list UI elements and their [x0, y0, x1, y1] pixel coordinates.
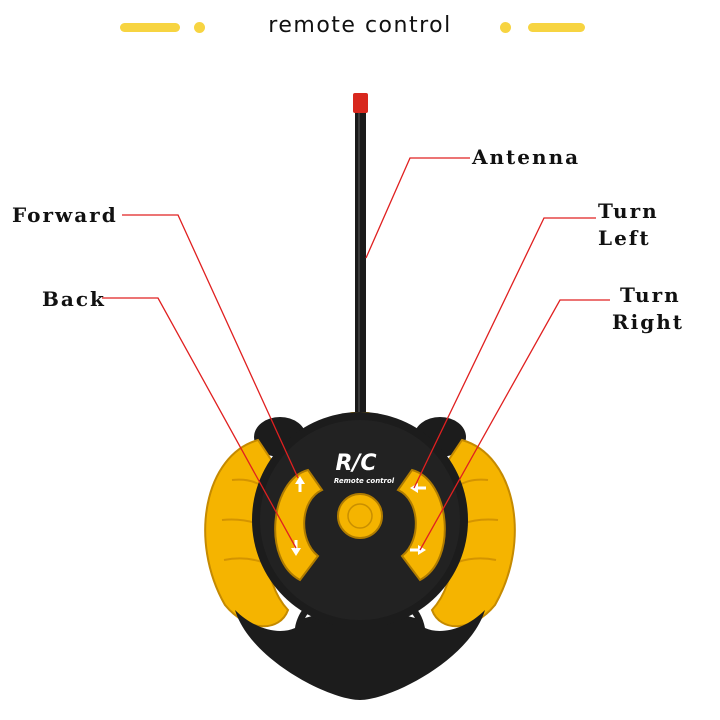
antenna — [347, 93, 373, 432]
turn-left-label-line2: Left — [598, 226, 651, 250]
turn-right-callout-line — [419, 299, 610, 551]
antenna-rod — [355, 112, 366, 420]
antenna-callout-line — [365, 157, 470, 259]
antenna-label: Antenna — [472, 145, 581, 169]
back-label: Back — [42, 287, 106, 311]
page-title: remote control — [268, 13, 452, 38]
rc-logo-subtitle: Remote control — [334, 477, 395, 485]
turn-right-label-line1: Turn — [620, 283, 681, 307]
callout-lines — [102, 157, 610, 551]
left-arc-pad — [274, 468, 324, 582]
turn-right-arrow-icon[interactable] — [410, 545, 426, 555]
rc-logo: R/C — [335, 451, 376, 476]
turn-left-callout-line — [413, 217, 596, 489]
back-arrow-icon[interactable] — [291, 540, 301, 556]
turn-left-label-line1: Turn — [598, 199, 659, 223]
right-arc-pad — [396, 468, 446, 582]
decor-dot-right — [500, 22, 511, 33]
turn-right-label-line2: Right — [612, 310, 684, 334]
bottom-handle — [235, 588, 485, 700]
antenna-tip — [353, 93, 368, 113]
forward-arrow-icon[interactable] — [295, 476, 305, 492]
decor-dot-left — [194, 22, 205, 33]
decor-bar-right — [528, 23, 585, 32]
decor-bar-left — [120, 23, 180, 32]
back-callout-line — [102, 297, 297, 549]
center-button[interactable] — [337, 493, 383, 539]
forward-label: Forward — [12, 203, 118, 227]
header: remote control — [0, 0, 720, 60]
forward-callout-line — [122, 214, 299, 479]
